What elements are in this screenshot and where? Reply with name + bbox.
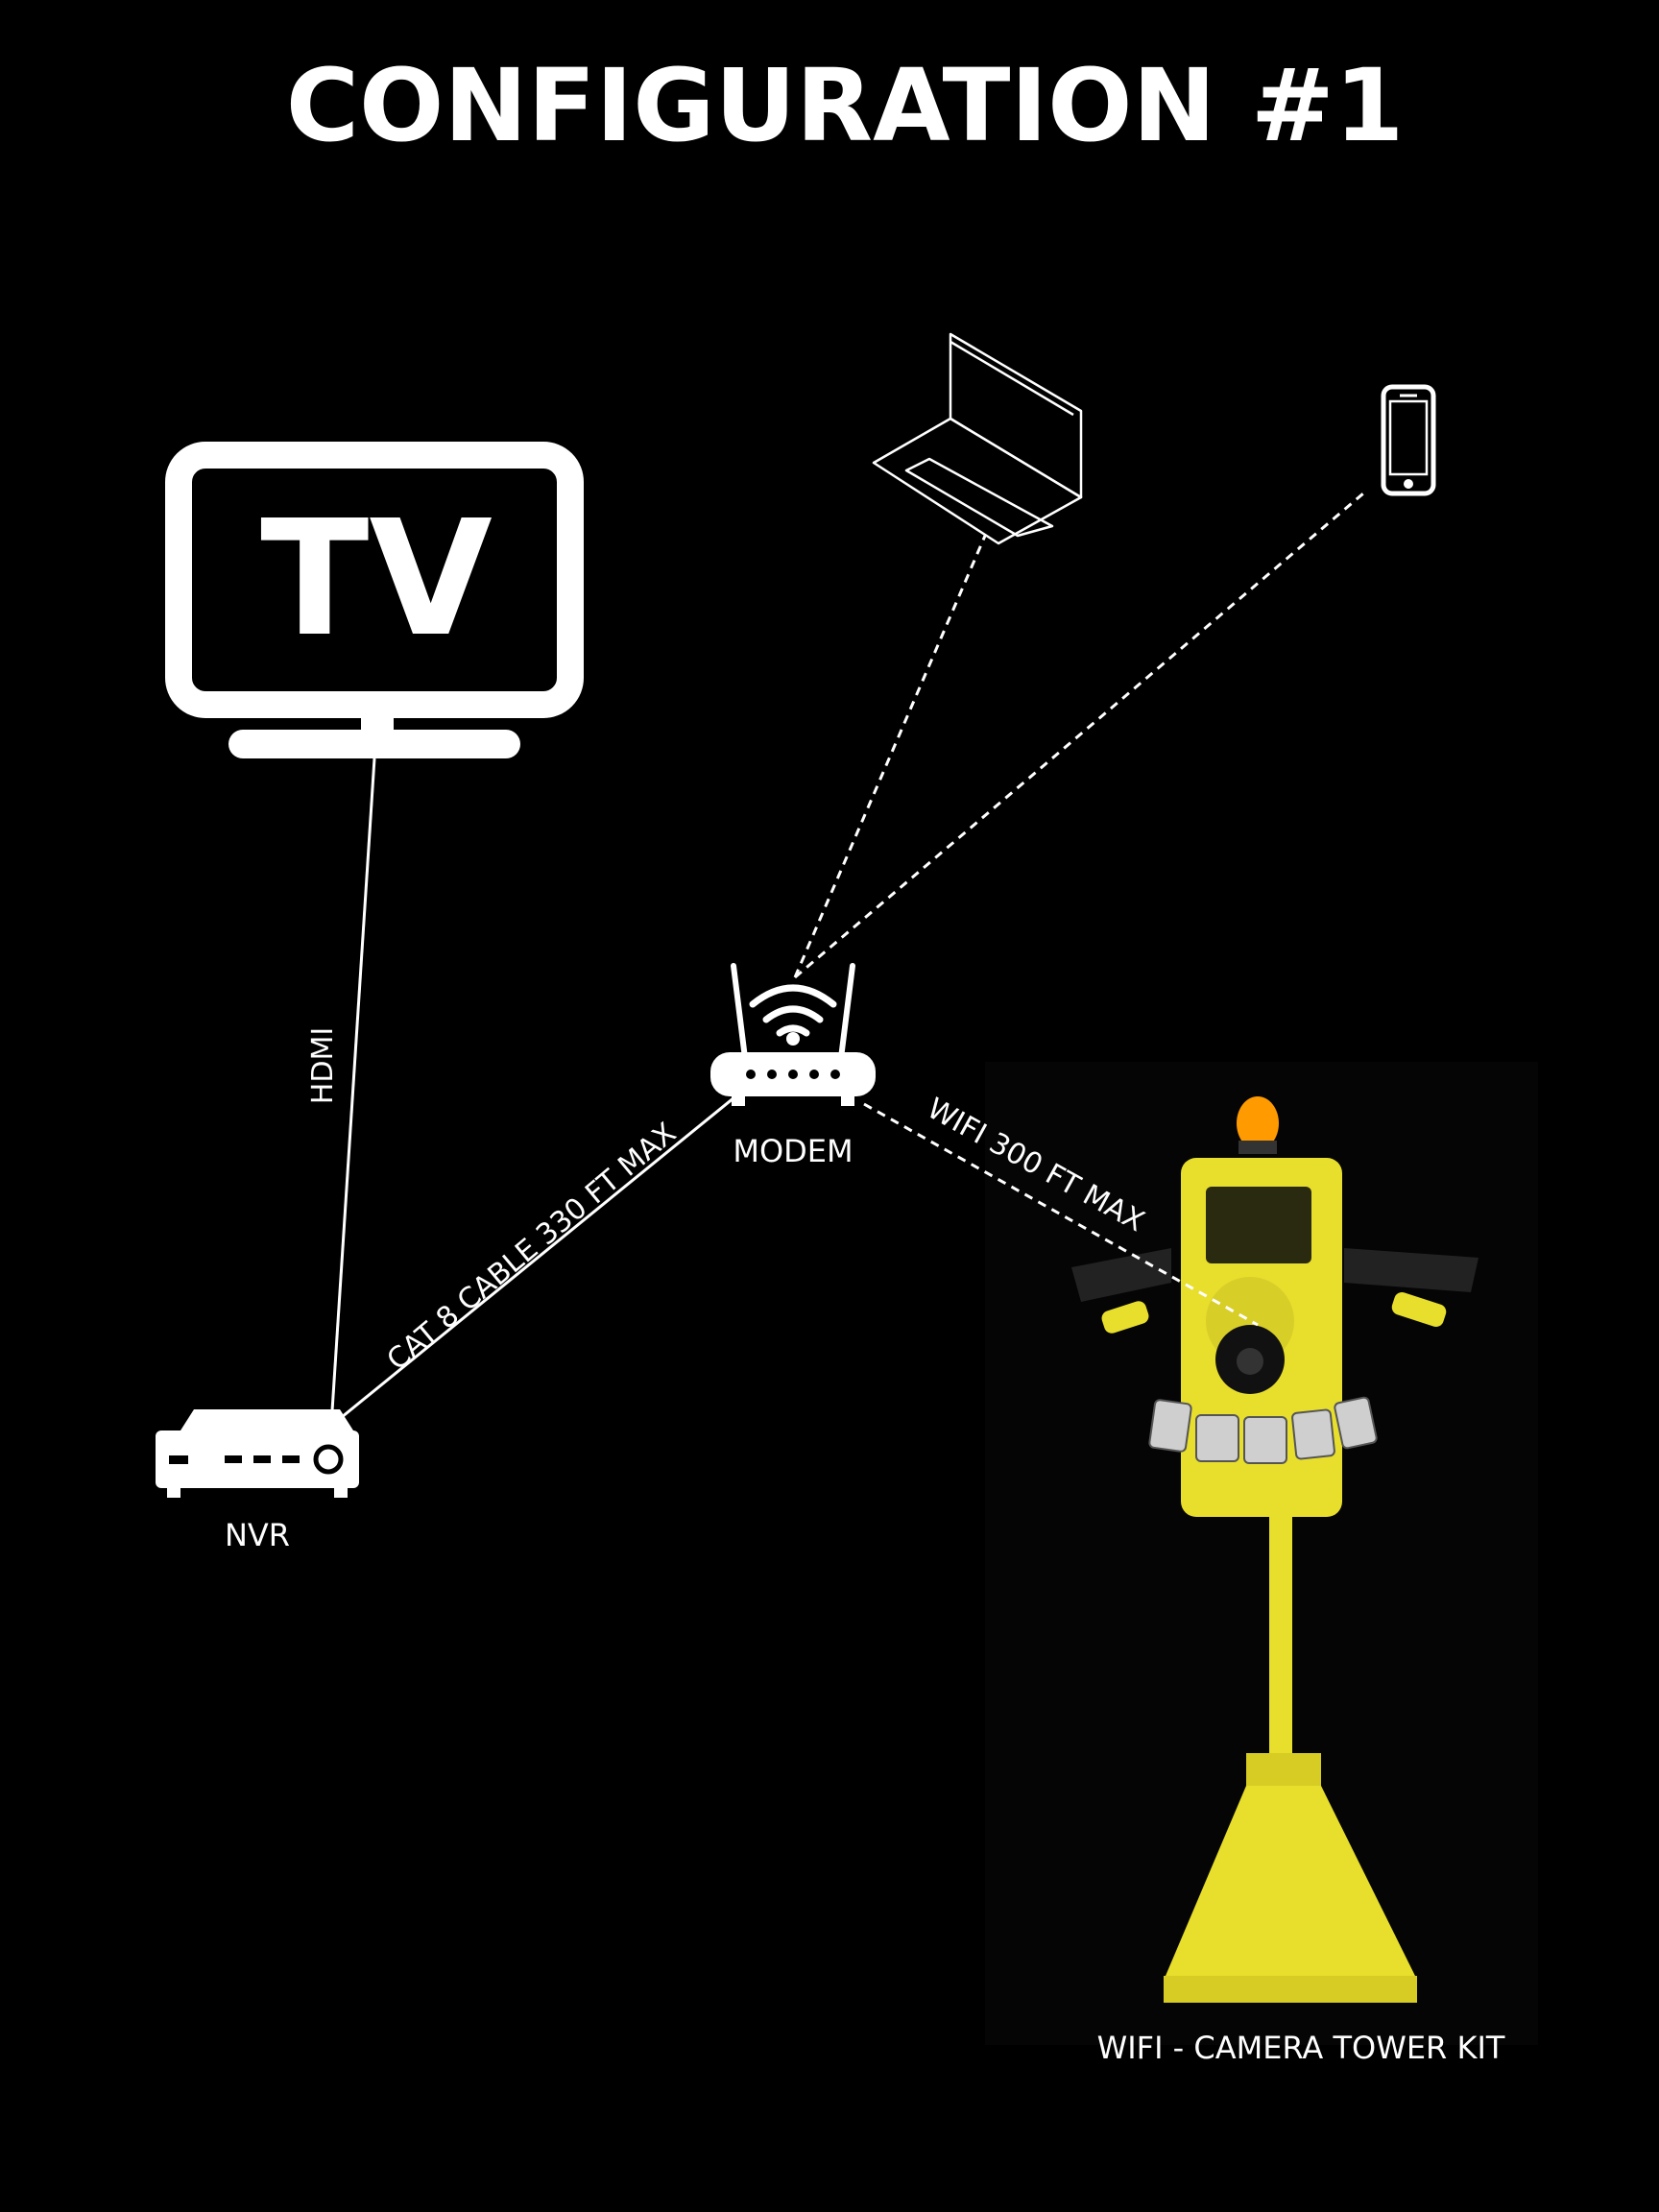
nvr-recorder-icon (156, 1409, 359, 1498)
connection-label-hdmi: HDMI (306, 1027, 340, 1104)
laptop-icon (872, 332, 1083, 545)
smartphone-icon (1381, 384, 1436, 496)
connection-modem-tower (863, 1102, 1259, 1327)
nvr-label: NVR (225, 1517, 290, 1553)
tower-label: WIFI - CAMERA TOWER KIT (1097, 2030, 1505, 2066)
connection-modem-phone (794, 492, 1364, 979)
page-title: CONFIGURATION #1 (286, 47, 1405, 164)
connection-label-cat8: CAT 8 CABLE 330 FT MAX (381, 1117, 684, 1378)
connection-nvr-modem (330, 1095, 735, 1428)
modem-label: MODEM (733, 1133, 853, 1169)
camera-tower-photo (985, 1062, 1538, 2045)
tv-icon-text: TV (260, 487, 493, 672)
connection-modem-laptop (793, 535, 987, 978)
connection-tv-nvr (329, 757, 376, 1427)
tv-icon: TV (165, 442, 584, 758)
wifi-router-icon (710, 963, 876, 1106)
